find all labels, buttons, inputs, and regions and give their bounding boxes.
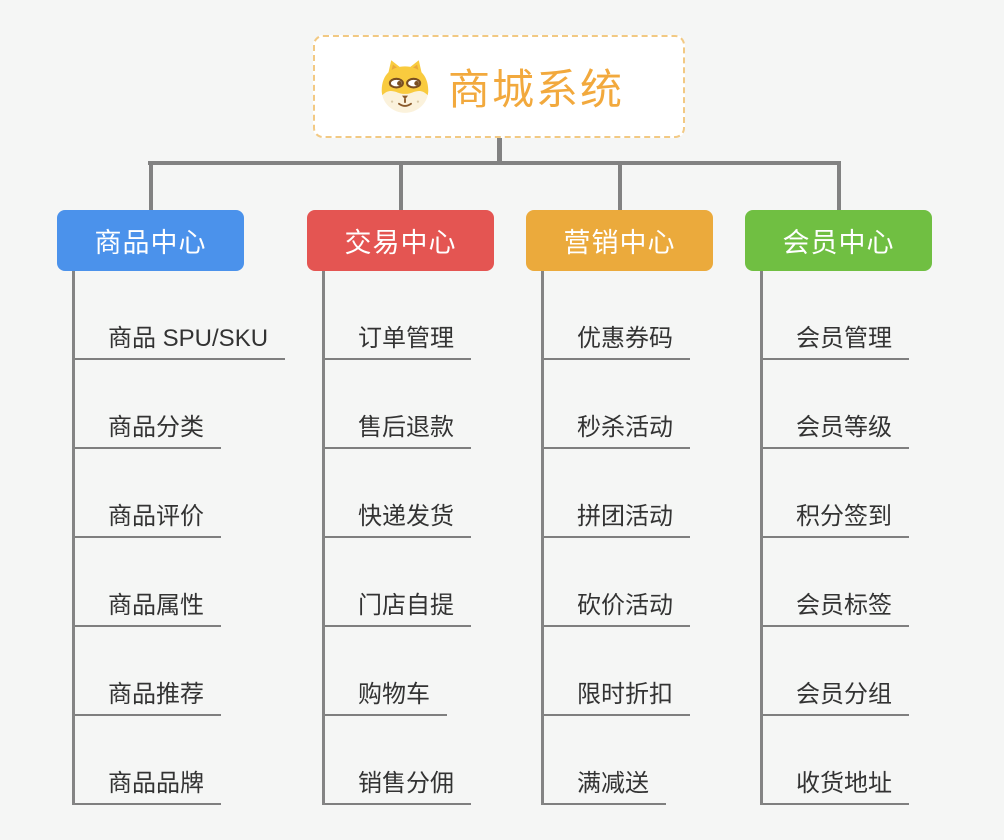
leaf-topic[interactable]: 商品属性 [75,538,285,627]
branch-topic-product-center[interactable]: 商品中心 [57,210,244,271]
leaf-label: 商品分类 [75,407,221,449]
leaf-topic[interactable]: 商品品牌 [75,716,285,805]
leaf-label: 购物车 [325,674,447,716]
leaf-list-product-center: 商品 SPU/SKU 商品分类 商品评价 商品属性 商品推荐 商品品牌 [72,271,286,805]
leaf-label: 优惠券码 [544,318,690,360]
leaf-label: 商品品牌 [75,763,221,805]
branch-topic-marketing-center[interactable]: 营销中心 [526,210,713,271]
leaf-topic[interactable]: 会员标签 [763,538,909,627]
leaf-topic[interactable]: 商品评价 [75,449,285,538]
leaf-label: 商品 SPU/SKU [75,318,286,360]
leaf-topic[interactable]: 秒杀活动 [544,360,690,449]
leaf-topic[interactable]: 拼团活动 [544,449,690,538]
leaf-topic[interactable]: 商品推荐 [75,627,285,716]
connector-drop-marketing [617,161,622,212]
leaf-topic[interactable]: 会员分组 [763,627,909,716]
leaf-topic[interactable]: 收货地址 [763,716,909,805]
leaf-label: 会员标签 [763,585,909,627]
leaf-label: 秒杀活动 [544,407,690,449]
leaf-topic[interactable]: 购物车 [325,627,471,716]
branch-member-center: 会员中心 会员管理 会员等级 积分签到 会员标签 会员分组 收货地址 [745,210,932,805]
leaf-topic[interactable]: 限时折扣 [544,627,690,716]
leaf-topic[interactable]: 砍价活动 [544,538,690,627]
leaf-topic[interactable]: 满减送 [544,716,690,805]
leaf-topic[interactable]: 门店自提 [325,538,471,627]
leaf-label: 砍价活动 [544,585,690,627]
leaf-label: 售后退款 [325,407,471,449]
branch-product-center: 商品中心 商品 SPU/SKU 商品分类 商品评价 商品属性 商品推荐 商品品牌 [57,210,286,805]
leaf-topic[interactable]: 优惠券码 [544,271,690,360]
connector-rail [148,161,841,165]
leaf-list-trade-center: 订单管理 售后退款 快递发货 门店自提 购物车 销售分佣 [322,271,471,805]
leaf-topic[interactable]: 会员管理 [763,271,909,360]
leaf-label: 商品评价 [75,496,221,538]
branch-topic-trade-center[interactable]: 交易中心 [307,210,494,271]
leaf-label: 限时折扣 [544,674,690,716]
leaf-label: 会员管理 [763,318,909,360]
leaf-label: 销售分佣 [325,763,471,805]
dog-face-icon [381,59,429,113]
leaf-label: 商品推荐 [75,674,221,716]
root-topic-title: 商城系统 [447,66,624,113]
leaf-topic[interactable]: 快递发货 [325,449,471,538]
leaf-label: 商品属性 [75,585,221,627]
leaf-label: 快递发货 [325,496,471,538]
leaf-topic[interactable]: 订单管理 [325,271,471,360]
connector-drop-trade [398,161,403,212]
leaf-label: 会员等级 [763,407,909,449]
root-topic[interactable]: 商城系统 [313,35,685,138]
leaf-topic[interactable]: 售后退款 [325,360,471,449]
leaf-list-marketing-center: 优惠券码 秒杀活动 拼团活动 砍价活动 限时折扣 满减送 [541,271,690,805]
leaf-topic[interactable]: 商品分类 [75,360,285,449]
leaf-label: 门店自提 [325,585,471,627]
branch-trade-center: 交易中心 订单管理 售后退款 快递发货 门店自提 购物车 销售分佣 [307,210,494,805]
leaf-topic[interactable]: 商品 SPU/SKU [75,271,286,360]
branch-topic-member-center[interactable]: 会员中心 [745,210,932,271]
leaf-label: 会员分组 [763,674,909,716]
leaf-list-member-center: 会员管理 会员等级 积分签到 会员标签 会员分组 收货地址 [760,271,909,805]
leaf-topic[interactable]: 销售分佣 [325,716,471,805]
leaf-topic[interactable]: 会员等级 [763,360,909,449]
connector-drop-products [148,161,153,212]
leaf-label: 拼团活动 [544,496,690,538]
connector-root-stem [497,138,502,164]
branch-marketing-center: 营销中心 优惠券码 秒杀活动 拼团活动 砍价活动 限时折扣 满减送 [526,210,713,805]
leaf-topic[interactable]: 积分签到 [763,449,909,538]
leaf-label: 订单管理 [325,318,471,360]
leaf-label: 积分签到 [763,496,909,538]
leaf-label: 满减送 [544,763,666,805]
leaf-label: 收货地址 [763,763,909,805]
connector-drop-members [836,161,841,212]
